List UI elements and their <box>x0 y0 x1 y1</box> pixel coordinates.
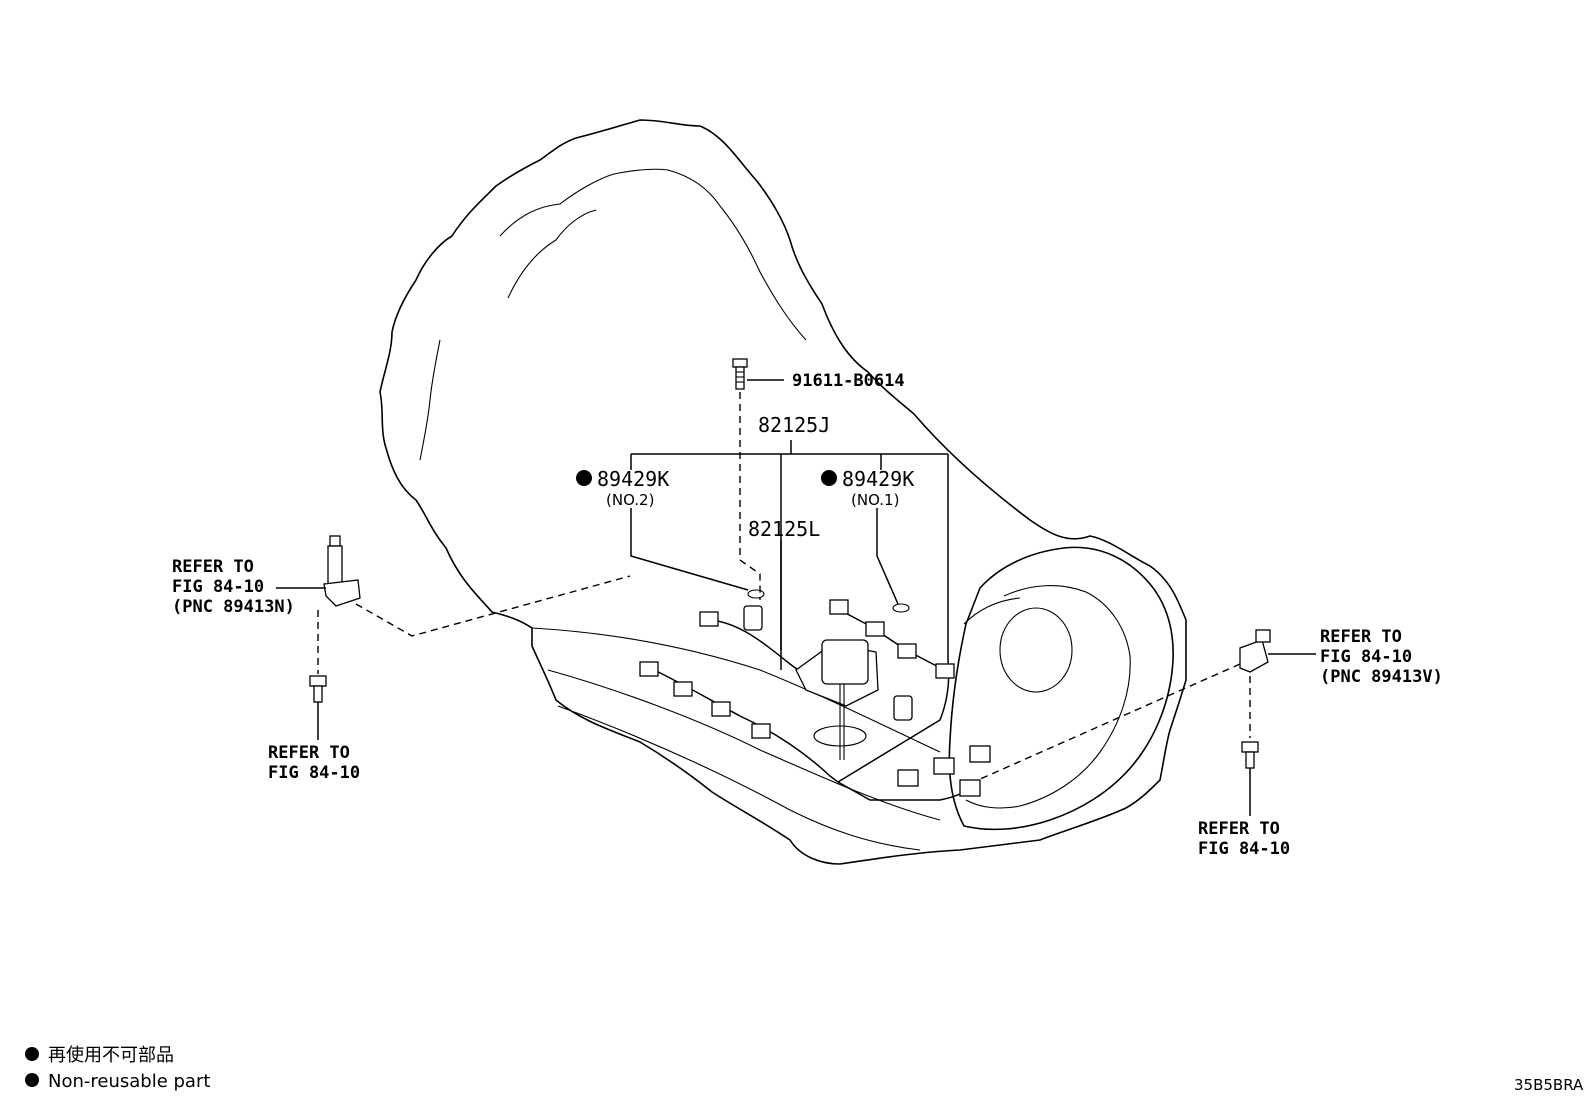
callout-harness-82125j[interactable]: 82125J <box>758 413 830 437</box>
center-sensor-assembly <box>795 639 879 760</box>
non-reusable-marker-no1 <box>821 470 837 486</box>
legend-dot-1 <box>25 1047 39 1061</box>
connector-4[interactable] <box>711 701 731 717</box>
connector-11[interactable] <box>933 757 955 775</box>
legend: 再使用不可部品 Non-reusable part <box>25 1045 210 1092</box>
left-sensor-stem[interactable] <box>327 545 343 585</box>
connector-3[interactable] <box>673 681 693 697</box>
connector-2[interactable] <box>639 661 659 677</box>
connector-6[interactable] <box>829 599 849 615</box>
reference-labels: REFER TO FIG 84-10 (PNC 89413N) REFER TO… <box>172 557 1443 859</box>
bell-housing-rib-3 <box>419 339 441 461</box>
connector-9[interactable] <box>935 663 955 679</box>
ref-right-sensor-line1[interactable]: REFER TO <box>1320 627 1402 647</box>
bolt-shank <box>735 366 745 390</box>
tail-housing-inner <box>965 585 1131 809</box>
legend-line-en: Non-reusable part <box>48 1071 210 1092</box>
connector-13[interactable] <box>959 779 981 797</box>
ref-left-sensor-line2[interactable]: FIG 84-10 <box>172 577 264 597</box>
connector-12[interactable] <box>969 745 991 763</box>
bell-housing-rib-1 <box>499 168 807 341</box>
bolt-dash-path <box>739 392 761 600</box>
ref-left-sensor-line3[interactable]: (PNC 89413N) <box>172 597 295 617</box>
legend-line-ja: 再使用不可部品 <box>48 1045 174 1066</box>
ref-right-bolt-line2[interactable]: FIG 84-10 <box>1198 839 1290 859</box>
ref-left-sensor-line1[interactable]: REFER TO <box>172 557 254 577</box>
connector-1[interactable] <box>699 611 719 627</box>
right-sensor-body[interactable] <box>1239 639 1269 673</box>
callout-oring-no1[interactable]: 89429K <box>842 467 914 491</box>
tail-housing-flange <box>963 597 1021 625</box>
callout-oring-no2-sub: (NO.2) <box>606 491 654 509</box>
wire-harness <box>639 599 991 801</box>
callout-bolt-91611[interactable]: 91611-B0614 <box>792 371 905 391</box>
left-sensor-flange[interactable] <box>323 579 361 607</box>
left-bolt-head[interactable] <box>309 675 327 687</box>
ref-right-sensor-line3[interactable]: (PNC 89413V) <box>1320 667 1443 687</box>
callout-brackets <box>630 440 949 670</box>
connector-10[interactable] <box>897 769 919 787</box>
callout-oring-no2[interactable]: 89429K <box>597 467 669 491</box>
right-sensor-group <box>977 629 1316 816</box>
ref-right-bolt-line1[interactable]: REFER TO <box>1198 819 1280 839</box>
callout-oring-no1-sub: (NO.1) <box>851 491 899 509</box>
bell-housing-rib-2 <box>507 209 597 299</box>
left-bolt-shank <box>313 685 323 703</box>
diagram-code: 35B5BRA <box>1514 1076 1584 1094</box>
legend-dot-2 <box>25 1073 39 1087</box>
o-ring-no2[interactable] <box>747 589 765 599</box>
sensor-boss <box>813 725 867 747</box>
connector-8[interactable] <box>897 643 917 659</box>
o-ring-no1[interactable] <box>892 603 910 613</box>
sensor-body[interactable] <box>821 639 869 685</box>
right-bolt-shank <box>1245 751 1255 769</box>
ref-right-sensor-line2[interactable]: FIG 84-10 <box>1320 647 1412 667</box>
right-sensor-cap <box>1255 629 1271 643</box>
callout-harness-82125l[interactable]: 82125L <box>748 517 820 541</box>
callout-labels: 91611-B0614 82125J 82125L 89429K (NO.2) … <box>576 371 914 541</box>
right-bolt-head[interactable] <box>1241 741 1259 753</box>
left-sensor-dash <box>355 575 631 637</box>
connector-7[interactable] <box>865 621 885 637</box>
non-reusable-marker-no2 <box>576 470 592 486</box>
oil-pan-edge-3 <box>557 705 921 851</box>
bolt-head[interactable] <box>732 358 748 368</box>
left-sensor-tip <box>329 535 341 547</box>
solenoid-right[interactable] <box>893 695 913 721</box>
bolt-91611-group <box>732 358 784 600</box>
tail-housing <box>948 546 1174 831</box>
connector-5[interactable] <box>751 723 771 739</box>
transmission-housing <box>379 119 1187 865</box>
left-sensor-group <box>276 535 631 740</box>
tail-output-boss <box>999 607 1073 693</box>
ref-left-bolt-line1[interactable]: REFER TO <box>268 743 350 763</box>
oil-pan-edge-1 <box>531 627 941 753</box>
solenoid-left[interactable] <box>743 605 763 631</box>
ref-left-bolt-line2[interactable]: FIG 84-10 <box>268 763 360 783</box>
